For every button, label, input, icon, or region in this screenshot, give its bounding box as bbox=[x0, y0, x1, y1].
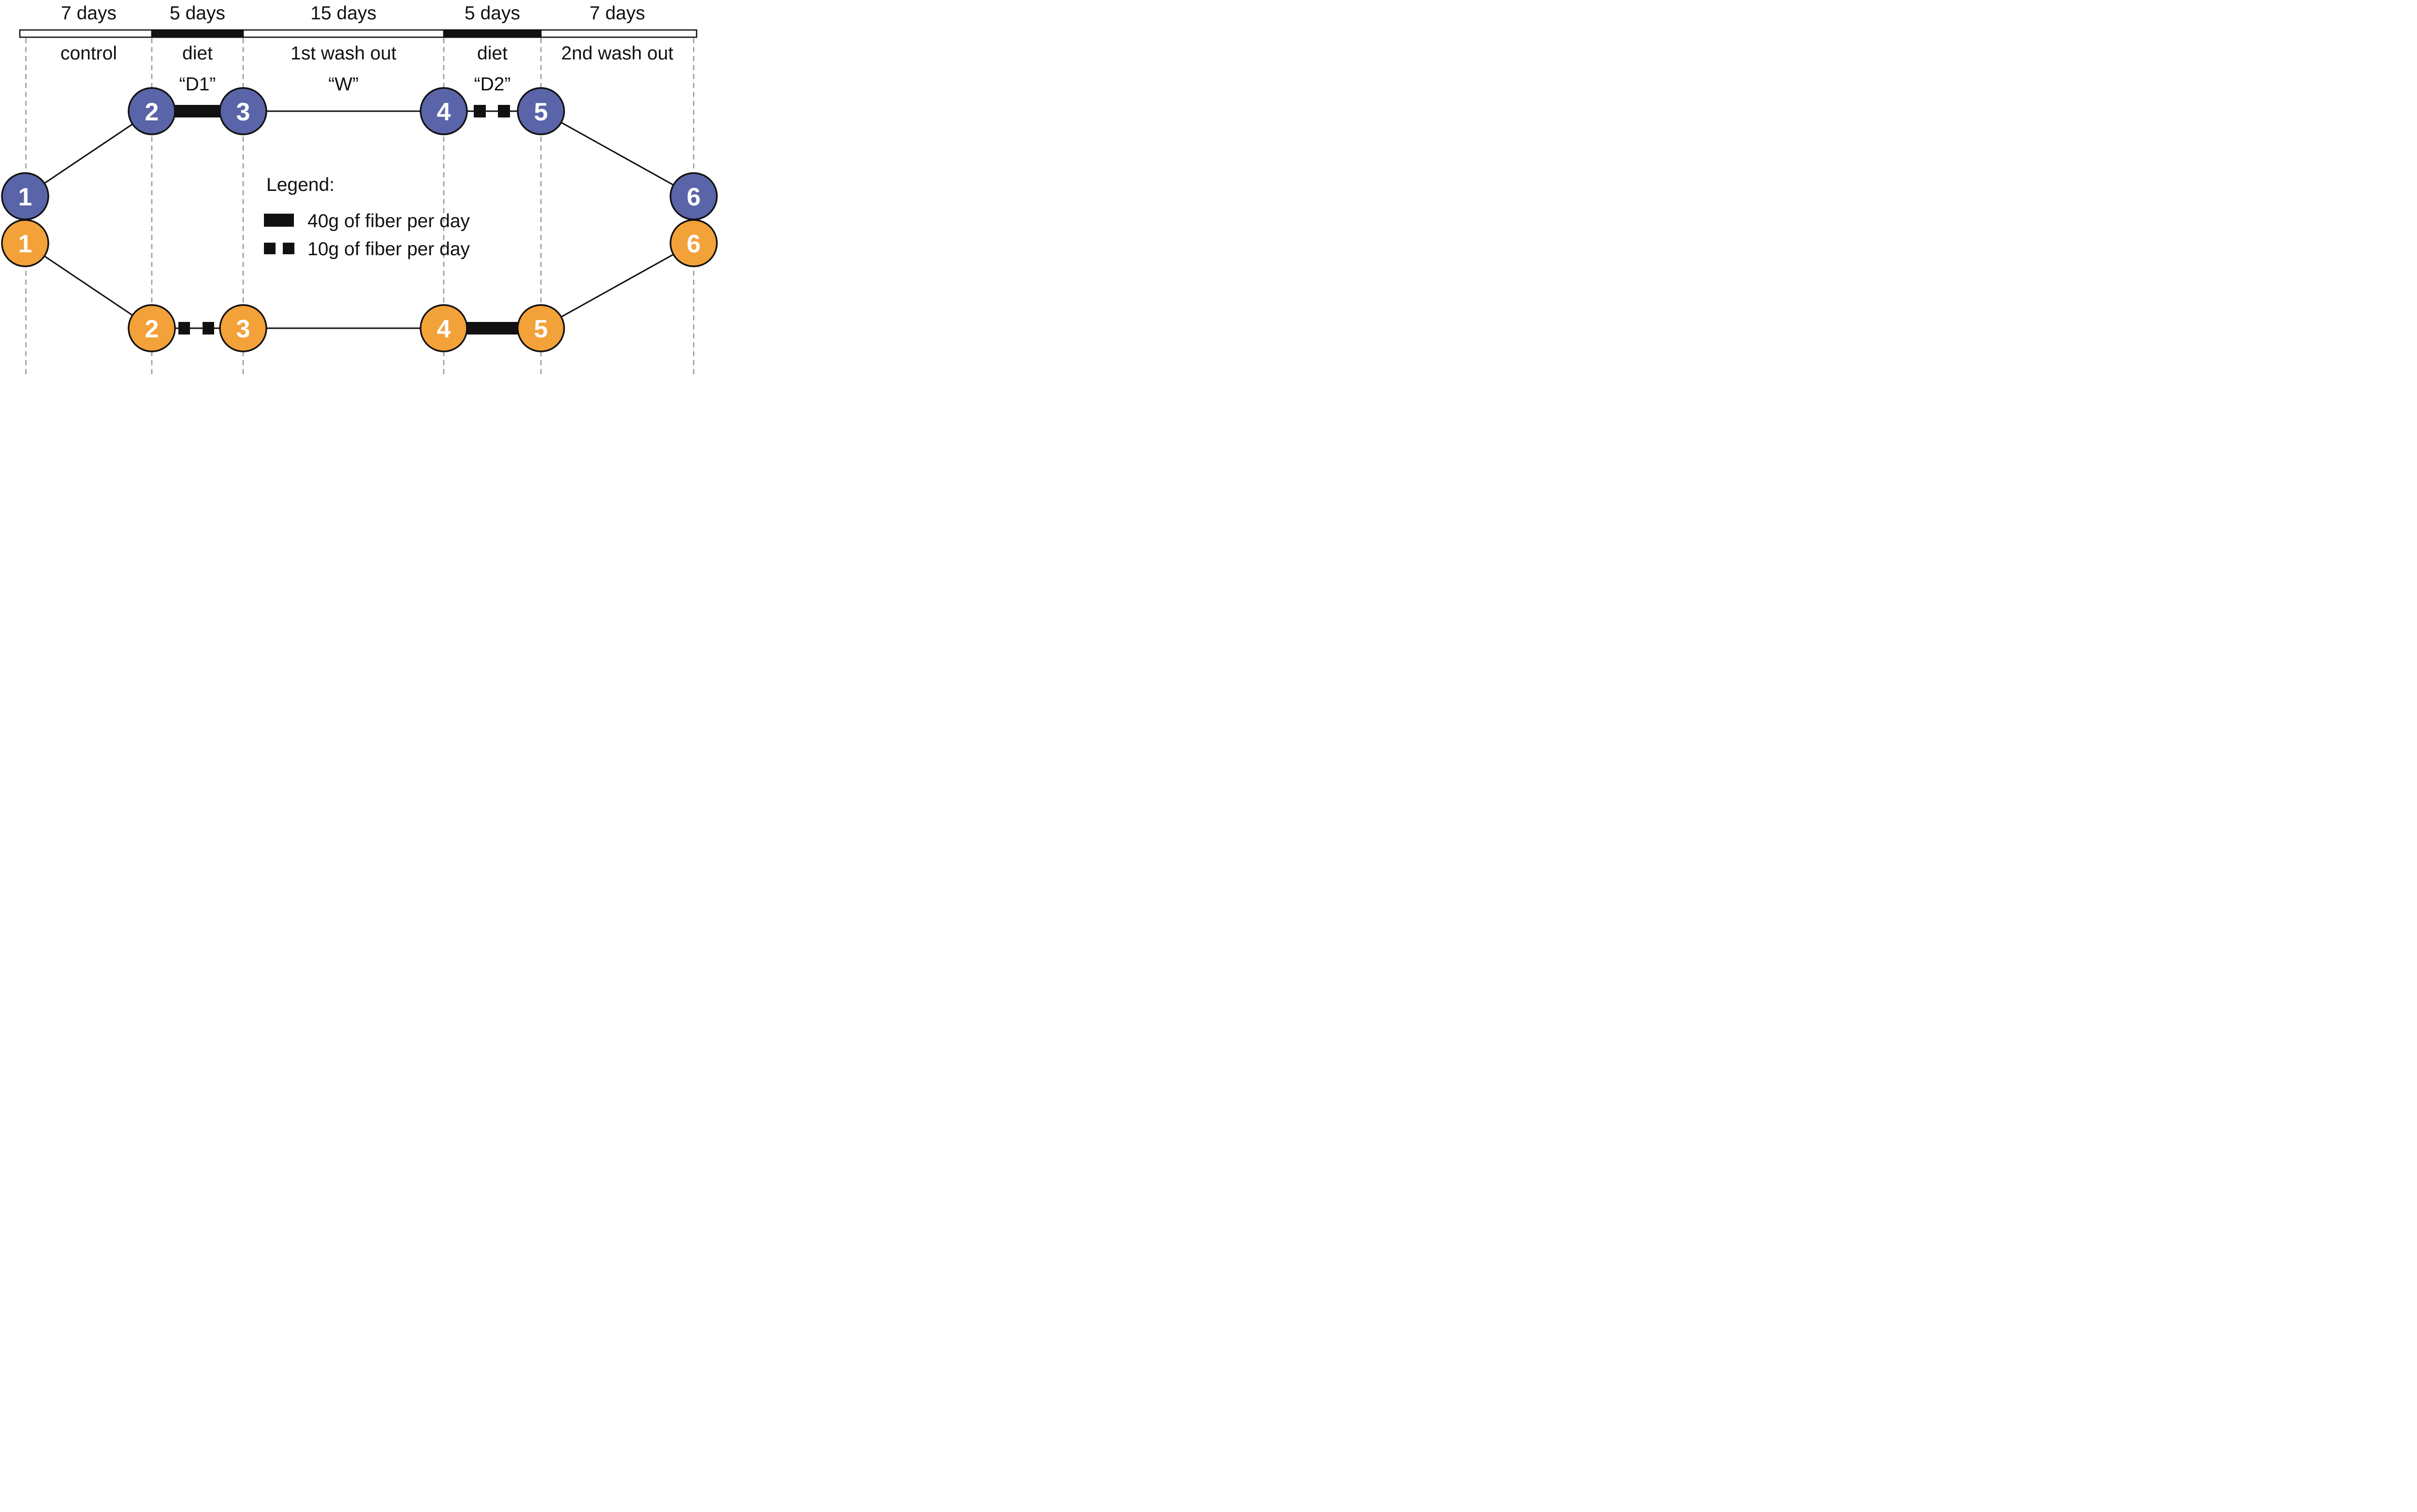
legend-label-40g: 40g of fiber per day bbox=[307, 211, 470, 232]
node-blue-3: 3 bbox=[219, 87, 267, 135]
duration-label-1: 7 days bbox=[61, 3, 116, 24]
node-circle bbox=[517, 87, 565, 135]
node-circle bbox=[1, 219, 49, 267]
node-label: 4 bbox=[437, 315, 451, 343]
legend-swatch-10g-square-2 bbox=[283, 243, 294, 254]
node-circle bbox=[128, 87, 176, 135]
dose-square-10g-orange-d1-1 bbox=[178, 322, 190, 334]
node-label: 5 bbox=[534, 315, 548, 343]
edge-blue-1-2 bbox=[25, 110, 152, 197]
code-label-d1: “D1” bbox=[179, 74, 216, 95]
node-blue-6: 6 bbox=[670, 172, 718, 220]
legend-item-40g: 40g of fiber per day bbox=[264, 211, 470, 232]
node-circle bbox=[420, 87, 468, 135]
node-label: 1 bbox=[18, 230, 32, 258]
legend-swatch-40g-solid-bar bbox=[264, 214, 294, 227]
node-label: 3 bbox=[236, 98, 250, 126]
node-label: 3 bbox=[236, 315, 250, 343]
study-design-svg: 7 days 5 days 15 days 5 days 7 days cont… bbox=[1, 3, 718, 378]
node-orange-2: 2 bbox=[128, 304, 176, 352]
node-circle bbox=[219, 304, 267, 352]
edge-orange-1-2 bbox=[25, 242, 152, 329]
code-label-d2: “D2” bbox=[474, 74, 511, 95]
phase-label-diet-2: diet bbox=[477, 43, 508, 64]
edge-blue-5-6 bbox=[540, 110, 694, 197]
duration-label-3: 15 days bbox=[310, 3, 377, 24]
node-blue-1: 1 bbox=[1, 172, 49, 220]
node-label: 4 bbox=[437, 98, 451, 126]
dose-bar-40g-orange-d2 bbox=[465, 322, 520, 334]
node-label: 5 bbox=[534, 98, 548, 126]
study-design-figure: 7 days 5 days 15 days 5 days 7 days cont… bbox=[0, 0, 720, 378]
edge-orange-5-6 bbox=[540, 242, 694, 329]
dose-bar-40g-blue-d1 bbox=[172, 105, 223, 117]
timeline-diet-segment-1 bbox=[151, 29, 244, 38]
node-orange-4: 4 bbox=[420, 304, 468, 352]
duration-label-5: 7 days bbox=[590, 3, 645, 24]
dose-square-10g-orange-d1-2 bbox=[203, 322, 214, 334]
node-orange-1: 1 bbox=[1, 219, 49, 267]
node-label: 6 bbox=[687, 230, 701, 258]
dose-square-10g-blue-d2-1 bbox=[474, 105, 486, 117]
node-blue-5: 5 bbox=[517, 87, 565, 135]
node-orange-6: 6 bbox=[670, 219, 718, 267]
code-label-w: “W” bbox=[328, 74, 359, 95]
duration-label-4: 5 days bbox=[465, 3, 520, 24]
legend-label-10g: 10g of fiber per day bbox=[307, 239, 470, 260]
phase-label-washout-1: 1st wash out bbox=[291, 43, 396, 64]
legend-swatch-10g-square-1 bbox=[264, 243, 276, 254]
node-orange-3: 3 bbox=[219, 304, 267, 352]
node-label: 2 bbox=[145, 315, 159, 343]
node-circle bbox=[420, 304, 468, 352]
node-blue-2: 2 bbox=[128, 87, 176, 135]
legend-item-10g: 10g of fiber per day bbox=[264, 239, 470, 260]
timeline-bar bbox=[19, 29, 698, 38]
duration-label-2: 5 days bbox=[170, 3, 225, 24]
phase-label-washout-2: 2nd wash out bbox=[561, 43, 673, 64]
node-circle bbox=[670, 219, 718, 267]
node-circle bbox=[517, 304, 565, 352]
legend: Legend: 40g of fiber per day 10g of fibe… bbox=[264, 174, 470, 260]
dose-square-10g-blue-d2-2 bbox=[498, 105, 510, 117]
node-circle bbox=[219, 87, 267, 135]
node-orange-5: 5 bbox=[517, 304, 565, 352]
node-blue-4: 4 bbox=[420, 87, 468, 135]
node-label: 2 bbox=[145, 98, 159, 126]
phase-label-control: control bbox=[60, 43, 117, 64]
timeline-diet-segment-2 bbox=[443, 29, 542, 38]
legend-title: Legend: bbox=[266, 174, 335, 195]
node-label: 6 bbox=[687, 183, 701, 211]
phase-label-diet-1: diet bbox=[182, 43, 213, 64]
node-circle bbox=[128, 304, 176, 352]
node-label: 1 bbox=[18, 183, 32, 211]
